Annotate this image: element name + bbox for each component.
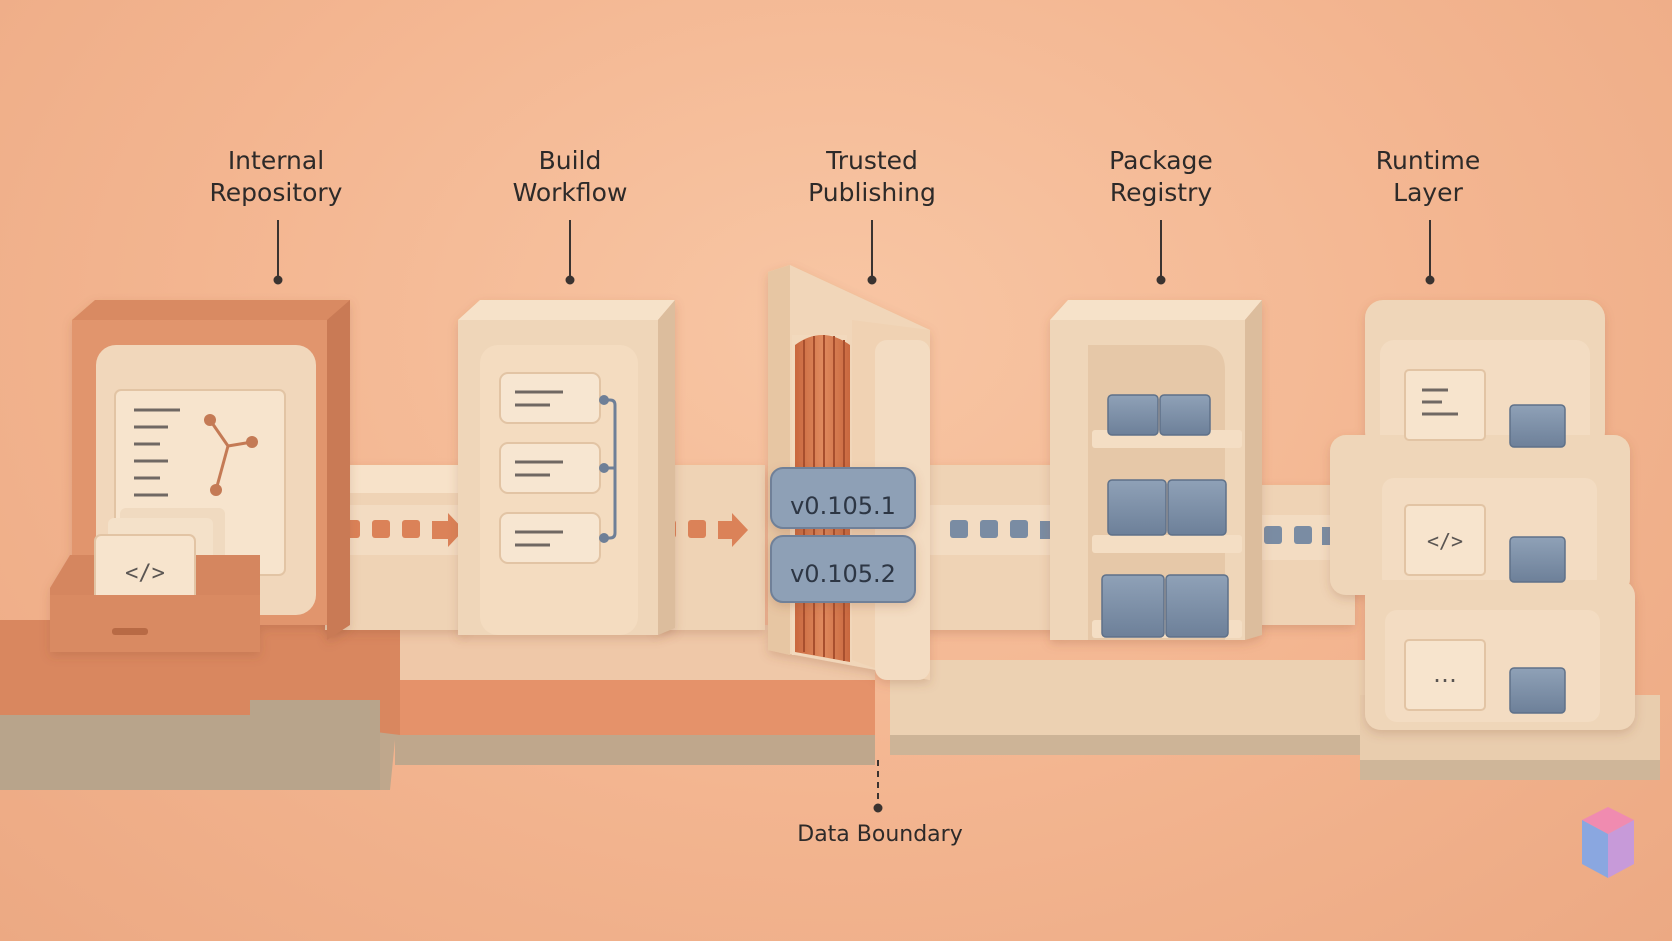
- label-line: Build: [538, 146, 602, 175]
- runtime-layer-block: [1330, 300, 1635, 730]
- version-label-1: v0.105.1: [790, 492, 896, 520]
- leader-lines: [273, 220, 1435, 813]
- code-glyph-runtime: </>: [1427, 529, 1463, 553]
- code-glyph-repo: </>: [125, 561, 165, 586]
- data-boundary-label: Data Boundary: [797, 822, 963, 847]
- label-line: Repository: [209, 178, 343, 207]
- label-line: Internal: [227, 146, 325, 175]
- logo-icon: [1582, 807, 1634, 878]
- label-line: Layer: [1393, 178, 1463, 207]
- ellipsis-glyph-runtime: …: [1433, 660, 1457, 688]
- label-internal-repository: Internal Repository: [166, 145, 386, 209]
- git-branch-icon: [204, 414, 258, 496]
- internal-repository-block: [50, 300, 350, 652]
- label-line: Runtime: [1375, 146, 1481, 175]
- label-trusted-publishing: Trusted Publishing: [762, 145, 982, 209]
- conveyors: [325, 465, 1360, 630]
- version-boxes: [770, 467, 916, 603]
- label-package-registry: Package Registry: [1051, 145, 1271, 209]
- build-workflow-block: [458, 300, 675, 635]
- version-label-2: v0.105.2: [790, 560, 896, 588]
- label-runtime-layer: Runtime Layer: [1318, 145, 1538, 209]
- label-line: Workflow: [512, 178, 628, 207]
- flow-arrows-orange: [342, 513, 748, 547]
- label-line: Registry: [1109, 178, 1213, 207]
- label-build-workflow: Build Workflow: [460, 145, 680, 209]
- label-line: Package: [1109, 146, 1213, 175]
- label-line: Trusted: [826, 146, 918, 175]
- registry-packages: [1101, 394, 1229, 638]
- label-line: Publishing: [808, 178, 936, 207]
